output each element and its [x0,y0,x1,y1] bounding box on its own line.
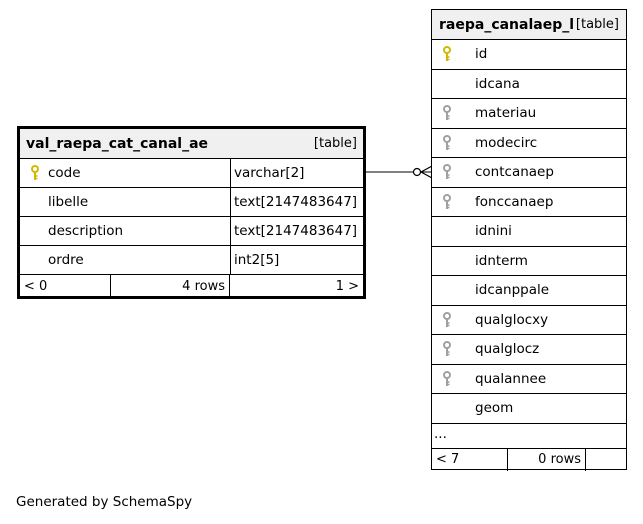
foreign-key-icon [443,105,451,121]
column-row[interactable]: modecirc [432,127,626,158]
table-header[interactable]: raepa_canalaep_l [table] [432,10,626,39]
foreign-key-icon [443,134,451,150]
generated-by-caption: Generated by SchemaSpy [16,494,193,510]
crowfoot-marker [420,165,433,173]
foreign-key-icon [443,193,451,209]
more-columns-row: ... [432,422,626,448]
column-type: text[2147483647] [234,223,358,239]
ellipsis: ... [434,425,447,442]
column-row[interactable]: id [432,39,626,69]
zero-marker [412,167,422,177]
footer-left: < 7 [432,448,508,471]
footer-left: < 0 [20,275,111,298]
column-name: idcana [475,75,520,92]
column-name: idnterm [475,252,528,269]
foreign-key-icon [443,341,451,357]
footer-rows: 4 rows [111,275,230,298]
column-name: qualglocz [475,341,540,358]
column-name: idnini [475,223,512,240]
column-name: geom [475,400,514,417]
table-footer: < 7 0 rows [432,447,626,471]
column-row[interactable]: qualglocxy [432,304,626,335]
column-row[interactable]: code varchar[2] [20,158,363,187]
table-header[interactable]: val_raepa_cat_canal_ae [table] [20,129,363,158]
column-name: code [48,165,81,181]
primary-key-icon [31,165,39,180]
column-name: fonccanaep [475,193,554,210]
table-kind: [table] [575,17,619,32]
column-name: materiau [475,105,537,122]
column-row[interactable]: idnini [432,216,626,246]
column-type: int2[5] [234,252,280,268]
table-val-raepa-cat-canal-ae[interactable]: val_raepa_cat_canal_ae [table] code varch… [17,126,366,299]
column-row[interactable]: contcanaep [432,157,626,187]
column-type: text[2147483647] [234,194,358,210]
column-name: ordre [48,252,84,268]
table-kind: [table] [313,136,357,151]
column-name: qualglocxy [475,311,549,328]
table-name: val_raepa_cat_canal_ae [26,135,209,152]
column-row[interactable]: idcana [432,68,626,99]
column-row[interactable]: ordre int2[5] [20,245,363,274]
column-row[interactable]: qualglocz [432,334,626,364]
table-name: raepa_canalaep_l [439,16,575,33]
footer-right [586,449,626,471]
column-row[interactable]: qualannee [432,363,626,394]
foreign-key-icon [443,370,451,386]
column-row[interactable]: description text[2147483647] [20,216,363,245]
column-name: description [48,223,124,239]
column-type: varchar[2] [234,165,305,181]
column-row[interactable]: libelle text[2147483647] [20,187,363,216]
table-footer: < 0 4 rows 1 > [20,274,363,298]
foreign-key-icon [443,164,451,180]
column-row[interactable]: fonccanaep [432,186,626,217]
footer-right: 1 > [335,279,359,294]
column-name: idcanppale [475,282,550,299]
column-row[interactable]: materiau [432,98,626,128]
footer-rows: 0 rows [508,448,586,471]
foreign-key-icon [443,311,451,327]
column-name: qualannee [475,370,547,387]
column-row[interactable]: idnterm [432,245,626,276]
column-row[interactable]: idcanppale [432,275,626,305]
table-raepa-canalaep-l[interactable]: raepa_canalaep_l [table] id idcana materia… [431,9,627,471]
column-name: contcanaep [475,164,554,181]
column-row[interactable]: geom [432,393,626,423]
column-name: modecirc [475,134,538,151]
primary-key-icon [443,46,451,62]
column-name: id [475,46,488,63]
column-name: libelle [48,194,89,210]
